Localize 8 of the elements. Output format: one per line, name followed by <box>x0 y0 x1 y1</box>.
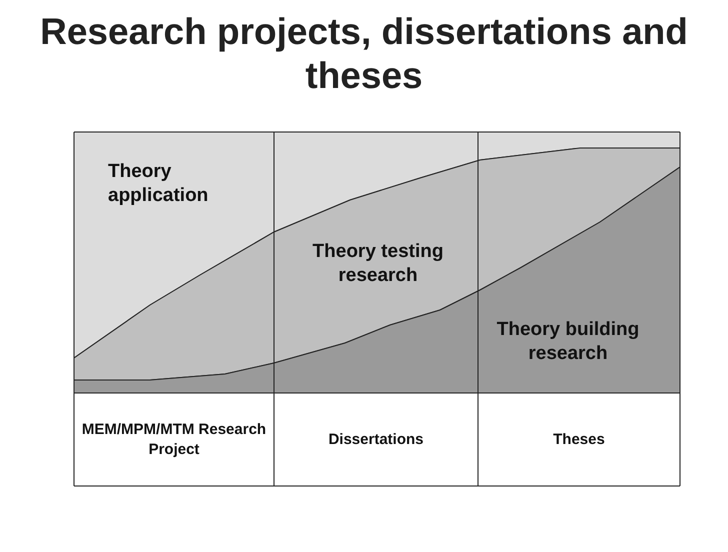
table-cell-text: Dissertations <box>327 430 425 450</box>
title: Research projects, dissertations and theses <box>39 10 689 98</box>
area-label: Theory application <box>108 160 210 208</box>
area-band <box>74 132 680 358</box>
area-label: Theory testing research <box>312 240 444 288</box>
table-cell-text: Theses <box>552 430 606 450</box>
table-cell-text: MEM/MPM/MTM Research Project <box>80 420 268 460</box>
area-label: Theory building research <box>496 318 640 366</box>
